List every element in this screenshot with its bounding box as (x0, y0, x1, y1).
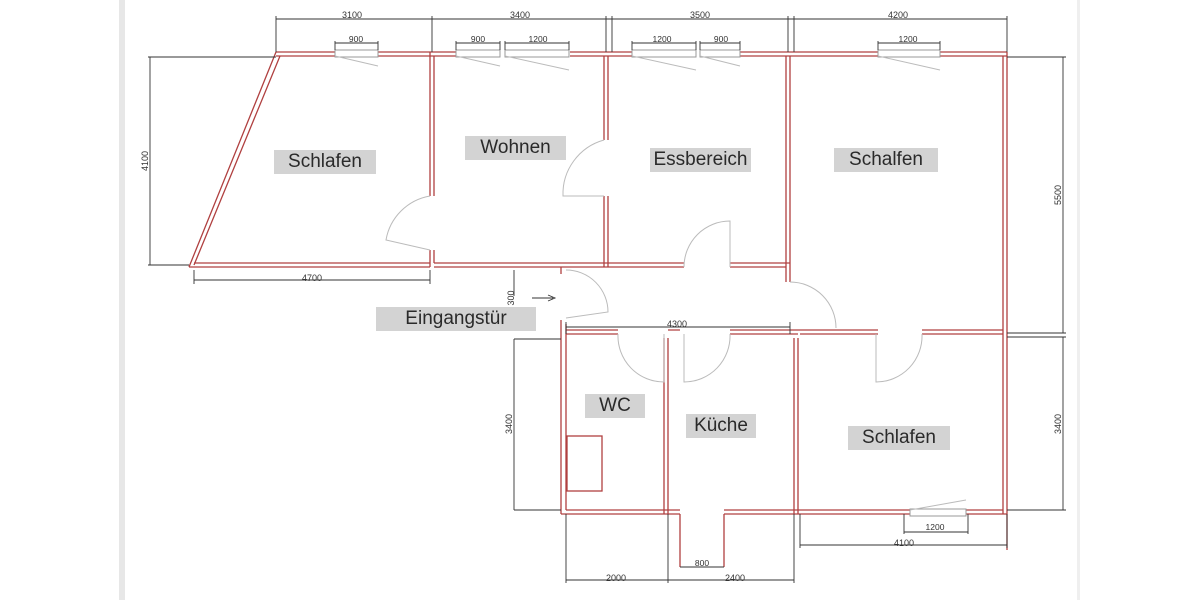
dim-label: 4300 (667, 319, 687, 329)
dim-label: 2000 (606, 573, 626, 583)
dim-label: 1200 (529, 34, 548, 44)
slanted-wall (188, 51, 281, 268)
room-label-eingangstuer: Eingangstür (376, 307, 536, 331)
window-swing (334, 55, 967, 511)
room-label-essbereich: Essbereich (650, 148, 751, 172)
door-swing (562, 139, 605, 197)
door-swing (385, 195, 431, 251)
dimension-texts: 3100 3400 3500 4200 900 900 1200 1200 90… (140, 10, 1063, 583)
dimension-lines (148, 16, 1066, 583)
dim-bottom-kitchen (565, 514, 795, 583)
window (877, 49, 941, 58)
entry-arrow (532, 294, 557, 302)
dim-label: 3400 (1053, 414, 1063, 434)
dim-left (148, 56, 276, 266)
dim-label: 5500 (1053, 185, 1063, 205)
corridor-lower-wall (566, 329, 1003, 335)
dim-right (1007, 56, 1066, 334)
partition-4 (663, 338, 669, 514)
room-label-wohnen: Wohnen (465, 136, 566, 160)
dim-label: 4100 (894, 538, 914, 548)
dim-label: 900 (349, 34, 363, 44)
dim-label: 900 (714, 34, 728, 44)
dim-label: 4700 (302, 273, 322, 283)
window (504, 49, 570, 58)
wohnen-bottom-wall (434, 262, 608, 268)
dim-label: 4200 (888, 10, 908, 20)
dim-label: 3500 (690, 10, 710, 20)
door-swing (565, 269, 609, 319)
window (631, 49, 697, 58)
window (909, 508, 967, 517)
bottom-wall (561, 509, 1007, 515)
page-edge-left (119, 0, 125, 600)
dim-label: 1200 (926, 522, 945, 532)
door-swing (875, 333, 923, 383)
page-edge-right (1077, 0, 1080, 600)
door-swing (617, 333, 665, 383)
dim-top (275, 16, 1008, 52)
dim-label: 300 (506, 290, 516, 305)
dim-label: 3100 (342, 10, 362, 20)
window (334, 49, 379, 58)
partition-2 (603, 56, 609, 267)
dim-bottom-left (193, 270, 431, 284)
dim-label: 1200 (653, 34, 672, 44)
room-label-schlafen: Schlafen (274, 150, 376, 174)
door-swing (789, 281, 837, 329)
window (455, 49, 501, 58)
windows (334, 49, 967, 517)
dim-wc-left (513, 270, 561, 511)
door-swing (683, 333, 731, 383)
kitchen-exit (679, 514, 725, 567)
room-label-kueche: Küche (686, 414, 756, 438)
dim-label: 900 (471, 34, 485, 44)
dim-label: 1200 (899, 34, 918, 44)
wc-left-wall (560, 320, 567, 514)
walls (188, 51, 1008, 567)
door-swings (385, 139, 923, 383)
dim-right-lower (1007, 336, 1066, 511)
door-swing (683, 220, 731, 268)
dim-corridor (565, 322, 791, 334)
dim-label: 3400 (504, 414, 514, 434)
right-wall (1002, 52, 1008, 550)
dim-bottom-right (799, 514, 1008, 548)
room-label-schalfen: Schalfen (834, 148, 938, 172)
dim-win (334, 41, 941, 50)
window (699, 49, 741, 58)
partition-1 (429, 52, 435, 267)
dim-label: 2400 (725, 573, 745, 583)
dim-label: 800 (695, 558, 709, 568)
left-room-bottom-wall (189, 262, 430, 268)
dim-label: 3400 (510, 10, 530, 20)
partition-3 (785, 56, 791, 282)
partition-5 (793, 338, 799, 514)
room-label-wc: WC (585, 394, 645, 418)
dim-label: 4100 (140, 151, 150, 171)
essbereich-bottom-wall (608, 262, 790, 268)
room-label-schlafen-2: Schlafen (848, 426, 950, 450)
toilet-fixture (566, 435, 603, 492)
